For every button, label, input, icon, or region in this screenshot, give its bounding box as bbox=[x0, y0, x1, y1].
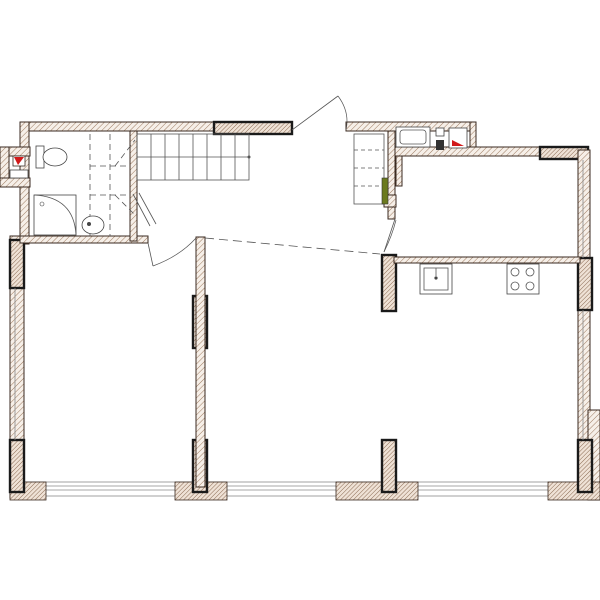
top-wall-pillar bbox=[212, 120, 294, 136]
bath-shelf bbox=[9, 169, 29, 179]
utility-outlet bbox=[435, 127, 445, 137]
shower-curve bbox=[33, 194, 77, 236]
bath-bottom-wall bbox=[19, 235, 149, 244]
cooktop-icon bbox=[506, 263, 540, 295]
pillar-kitchen bbox=[380, 253, 398, 313]
bath-door-swing bbox=[152, 237, 197, 267]
left-niche-bottom bbox=[0, 177, 31, 188]
base-mid-right bbox=[335, 481, 419, 501]
utility-wall-left bbox=[387, 130, 396, 220]
boiler-marker-icon bbox=[452, 140, 464, 146]
utility-room bbox=[395, 126, 468, 150]
washbasin-icon bbox=[81, 215, 105, 235]
bathroom bbox=[9, 145, 105, 236]
pillar-right-bottom bbox=[576, 438, 594, 494]
zone-divider bbox=[204, 237, 381, 255]
pillar-right-upper bbox=[576, 256, 594, 312]
pillar-right-lower bbox=[380, 438, 398, 494]
bath-stair-partition bbox=[129, 130, 138, 242]
doors bbox=[132, 95, 397, 267]
staircase bbox=[89, 133, 251, 236]
toilet-icon bbox=[42, 147, 68, 167]
drain-marker-icon bbox=[14, 157, 24, 165]
bedroom-partition bbox=[195, 236, 206, 488]
entry-hall bbox=[353, 133, 389, 205]
shower-tray bbox=[33, 194, 77, 236]
wardrobe bbox=[353, 133, 385, 205]
bath-door-leaf bbox=[147, 242, 154, 267]
stair-door-leaf bbox=[132, 193, 151, 227]
utility-stub bbox=[395, 155, 403, 187]
bottom-bases bbox=[9, 481, 600, 501]
pillar-left-bottom bbox=[8, 438, 26, 494]
pillars bbox=[8, 238, 594, 494]
interior-walls bbox=[19, 130, 581, 488]
kitchen-counter-wall bbox=[393, 256, 581, 264]
meter-icon bbox=[436, 140, 444, 150]
entrance-door-swing bbox=[337, 95, 348, 131]
utility-door-swing bbox=[383, 219, 397, 253]
utility-cabinet bbox=[395, 126, 431, 148]
right-windows bbox=[14, 160, 584, 440]
entrance-door-leaf bbox=[291, 95, 339, 131]
kitchen bbox=[419, 263, 540, 295]
outer-walls bbox=[0, 120, 600, 501]
electrical-panel-icon bbox=[381, 177, 389, 205]
pillar-left-top bbox=[8, 238, 26, 290]
utility-door-leaf bbox=[383, 218, 396, 253]
bottom-window-frame bbox=[21, 481, 583, 497]
